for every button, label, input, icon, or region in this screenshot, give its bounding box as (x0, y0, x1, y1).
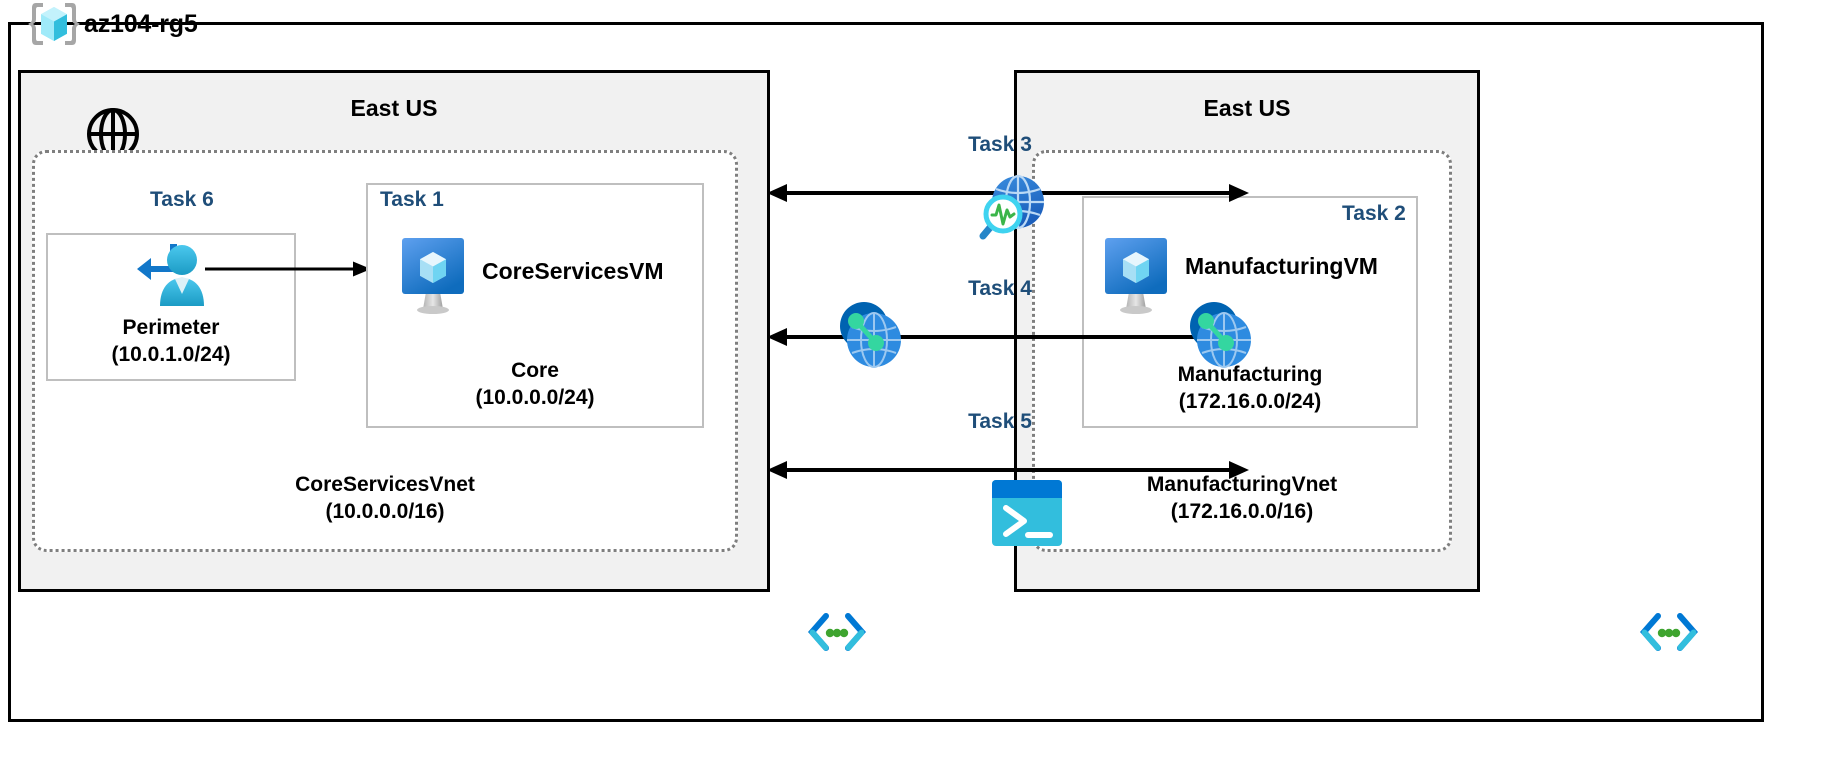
code-brackets-icon (1640, 612, 1698, 652)
vnet-name-coreservices: CoreServicesVnet (295, 473, 475, 496)
resource-group-title-gap (37, 25, 285, 71)
task-label-3: Task 3 (968, 133, 1032, 156)
vm-name-coreservicesvm: CoreServicesVM (482, 258, 664, 284)
subnet-caption-core: Core (10.0.0.0/24) (366, 358, 704, 412)
vnet-peering-icon (836, 296, 908, 376)
subnet-name-core: Core (511, 359, 559, 382)
subnet-cidr-core: (10.0.0.0/24) (475, 385, 595, 409)
subnet-box-core (366, 183, 704, 428)
vnet-cidr-coreservices: (10.0.0.0/16) (325, 499, 445, 523)
task-label-6: Task 6 (150, 188, 214, 211)
subnet-cidr-manufacturing: (172.16.0.0/24) (1178, 389, 1322, 413)
subnet-caption-perimeter: Perimeter (10.0.1.0/24) (46, 315, 296, 369)
virtual-machine-icon (400, 236, 466, 316)
vnet-peering-icon (1186, 296, 1258, 376)
resource-group-name: az104-rg5 (84, 9, 198, 38)
resource-group-frame (8, 22, 1764, 722)
task-label-4: Task 4 (968, 277, 1032, 300)
subnet-name-perimeter: Perimeter (122, 316, 220, 339)
task-label-5: Task 5 (968, 410, 1032, 433)
region-title-right: East US (1203, 95, 1291, 121)
vnet-label-coreservices: CoreServicesVnet (10.0.0.0/16) (32, 472, 738, 526)
cloud-shell-icon (990, 478, 1064, 548)
network-watcher-icon (972, 164, 1052, 244)
subnet-caption-manufacturing: Manufacturing (172.16.0.0/24) (1082, 362, 1418, 416)
region-title-left: East US (350, 95, 438, 121)
azure-resource-group-icon (26, 0, 82, 48)
vnet-name-manufacturing: ManufacturingVnet (1146, 473, 1338, 496)
vnet-cidr-manufacturing: (172.16.0.0/16) (1170, 499, 1314, 523)
subnet-name-manufacturing: Manufacturing (1177, 363, 1323, 386)
resource-group-title: az104-rg5 (26, 2, 198, 46)
task-label-1: Task 1 (380, 188, 444, 211)
vm-name-manufacturingvm: ManufacturingVM (1185, 253, 1378, 279)
vnet-label-manufacturing: ManufacturingVnet (172.16.0.0/16) (1032, 472, 1452, 526)
subnet-cidr-perimeter: (10.0.1.0/24) (111, 342, 231, 366)
task-label-2: Task 2 (1342, 202, 1406, 225)
bastion-user-icon (129, 240, 215, 312)
task5-double-arrow (765, 455, 1251, 485)
code-brackets-icon (808, 612, 866, 652)
virtual-machine-icon (1103, 236, 1169, 316)
perimeter-to-core-arrow (205, 252, 375, 286)
